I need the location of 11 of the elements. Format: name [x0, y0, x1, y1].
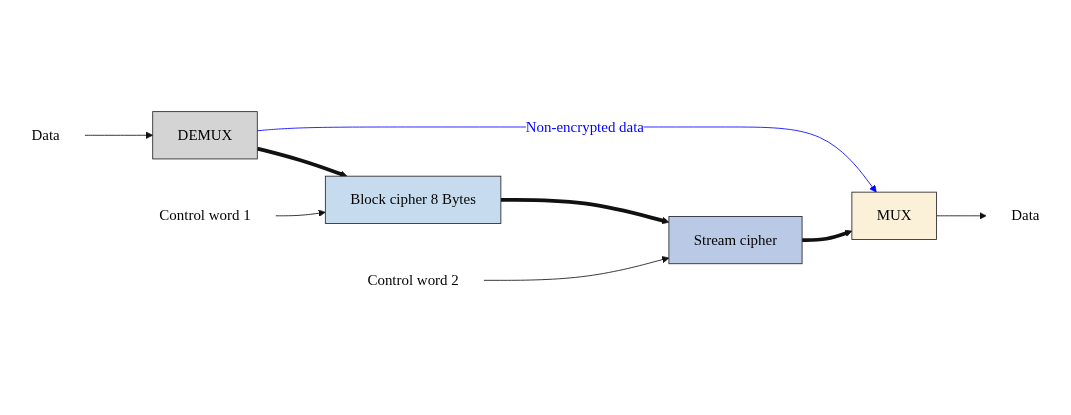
node-box: MUX — [851, 191, 937, 240]
node-box: Stream cipher — [668, 215, 803, 264]
node-box: DEMUX — [152, 110, 258, 160]
node-text: Control word 2 — [367, 271, 459, 288]
arrow — [802, 229, 853, 242]
node-text: Data — [1011, 206, 1040, 224]
arrow — [500, 197, 670, 224]
node-text: Data — [31, 126, 60, 143]
node-text: Control word 1 — [159, 206, 251, 224]
node-box: Block cipher 8 Bytes — [324, 175, 502, 224]
edge-label: Non-encrypted data — [525, 117, 644, 135]
